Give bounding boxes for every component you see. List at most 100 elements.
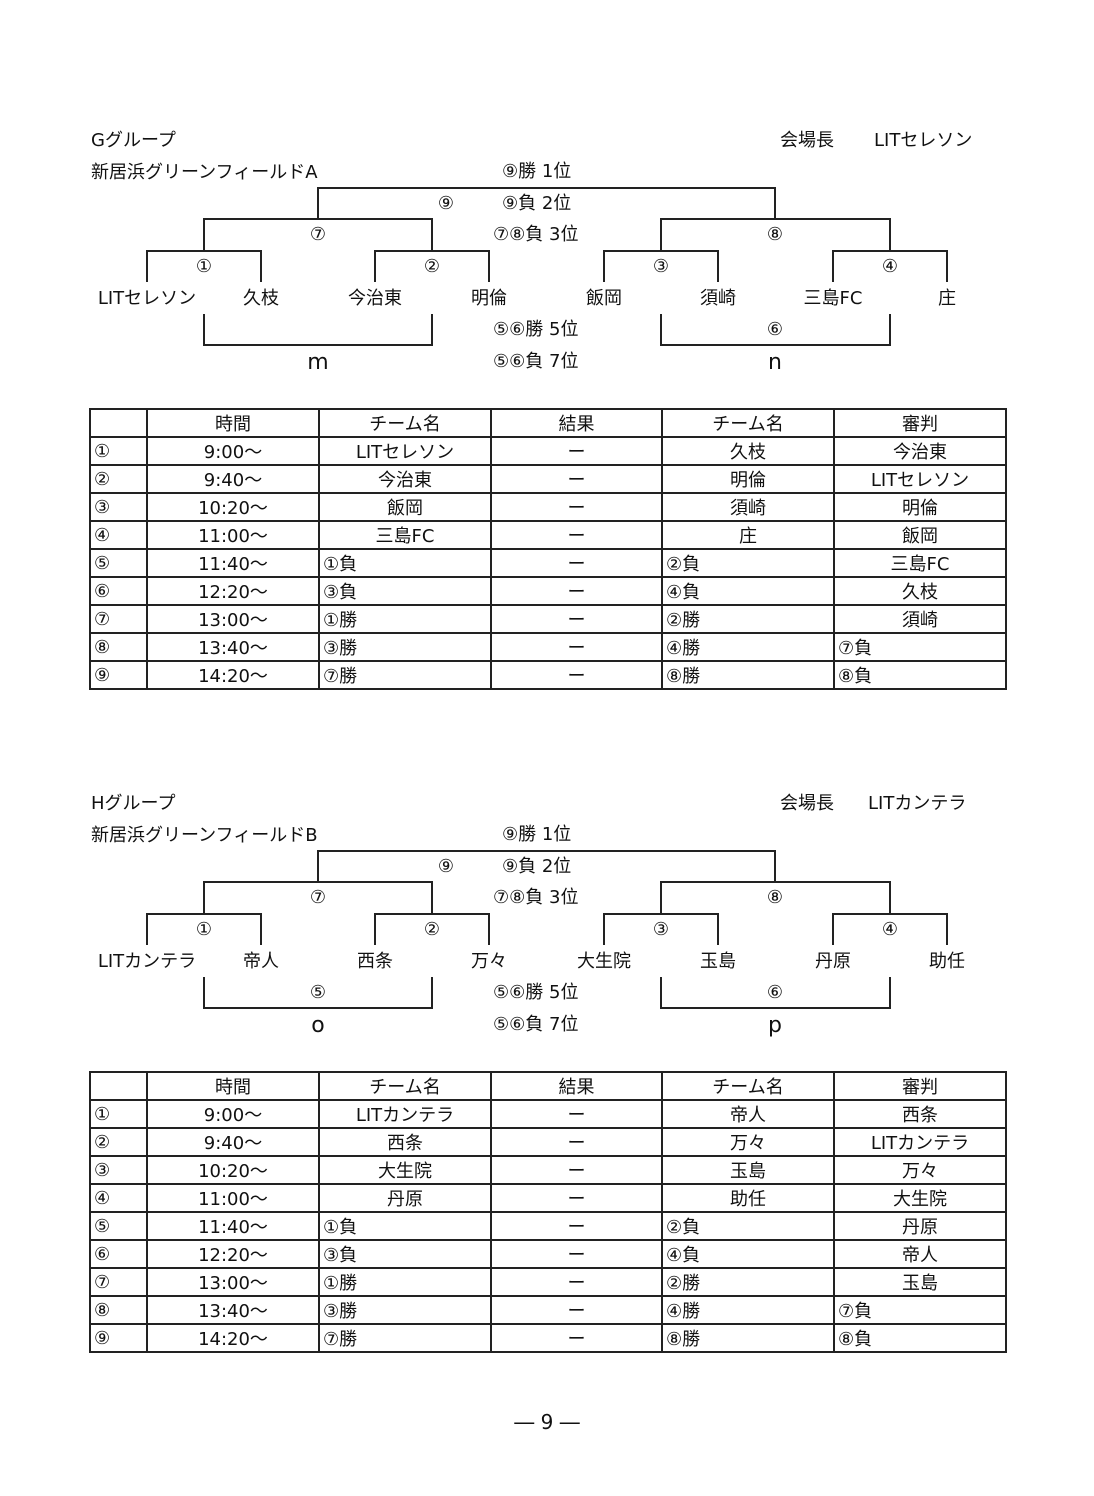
referee-cell: 大生院 — [833, 1183, 1007, 1213]
table-header — [89, 1071, 148, 1101]
team-name: 助任 — [929, 951, 965, 972]
match-time: 10:20～ — [146, 492, 320, 522]
venue-name: 新居浜グリーンフィールドB — [91, 825, 318, 846]
referee-cell: 丹原 — [833, 1211, 1007, 1241]
match-mark: ⑤ — [309, 982, 327, 1003]
match-mark: ⑦ — [309, 887, 327, 908]
match-mark: ③ — [652, 919, 670, 940]
match-number: ① — [89, 436, 148, 466]
result-cell: ー — [490, 1295, 663, 1325]
team-name: 玉島 — [700, 951, 736, 972]
team-name: 久枝 — [243, 288, 279, 309]
team-name: 明倫 — [471, 288, 507, 309]
match-mark: ② — [423, 256, 441, 277]
match-time: 14:20～ — [146, 1323, 320, 1353]
table-header: チーム名 — [318, 1071, 492, 1101]
team2-cell: ②負 — [661, 1211, 835, 1241]
match-number: ⑤ — [89, 548, 148, 578]
match-mark: ⑥ — [766, 319, 784, 340]
team-name: 大生院 — [577, 951, 631, 972]
referee-cell: LITカンテラ — [833, 1127, 1007, 1157]
match-time: 14:20～ — [146, 660, 320, 690]
team2-cell: ②勝 — [661, 1267, 835, 1297]
team-name: 万々 — [471, 951, 507, 972]
group-title: Gグループ — [91, 130, 176, 151]
result-cell: ー — [490, 1323, 663, 1353]
match-time: 11:40～ — [146, 1211, 320, 1241]
result-cell: ー — [490, 660, 663, 690]
match-number: ⑥ — [89, 1239, 148, 1269]
team1-cell: 今治東 — [318, 464, 492, 494]
placement-label: ⑤⑥負 7位 — [493, 351, 579, 372]
team-name: 帝人 — [243, 951, 279, 972]
referee-cell: 飯岡 — [833, 520, 1007, 550]
match-time: 13:00～ — [146, 604, 320, 634]
result-cell: ー — [490, 492, 663, 522]
match-mark: ④ — [881, 256, 899, 277]
tournament-bracket — [146, 187, 948, 346]
match-time: 10:20～ — [146, 1155, 320, 1185]
venue-manager: LITセレソン — [874, 130, 973, 151]
team2-cell: 助任 — [661, 1183, 835, 1213]
team2-cell: 万々 — [661, 1127, 835, 1157]
referee-cell: 須崎 — [833, 604, 1007, 634]
match-number: ⑧ — [89, 632, 148, 662]
team-name: 丹原 — [815, 951, 851, 972]
referee-cell: ⑧負 — [833, 660, 1007, 690]
team1-cell: 西条 — [318, 1127, 492, 1157]
court-label: n — [768, 350, 782, 375]
team1-cell: ①勝 — [318, 604, 492, 634]
match-mark: ① — [195, 256, 213, 277]
placement-label: ⑤⑥勝 5位 — [493, 319, 579, 340]
match-number: ③ — [89, 492, 148, 522]
table-header: 審判 — [833, 408, 1007, 438]
match-mark: ⑧ — [766, 224, 784, 245]
group-section: Gグループ 会場長 LITセレソン 新居浜グリーンフィールドA ① ② ③ ④ … — [0, 0, 1094, 700]
court-label: o — [311, 1013, 325, 1038]
match-mark: ③ — [652, 256, 670, 277]
placement-label: ⑤⑥勝 5位 — [493, 982, 579, 1003]
match-number: ⑨ — [89, 1323, 148, 1353]
referee-cell: 玉島 — [833, 1267, 1007, 1297]
match-time: 12:20～ — [146, 1239, 320, 1269]
table-header-row: 時間 チーム名 結果 チーム名 審判 — [89, 408, 1007, 438]
match-mark: ⑨ — [437, 193, 455, 214]
result-cell: ー — [490, 464, 663, 494]
placement-label: ⑦⑧負 3位 — [493, 887, 579, 908]
match-time: 13:00～ — [146, 1267, 320, 1297]
venue-manager-label: 会場長 — [780, 793, 834, 814]
team2-cell: 須崎 — [661, 492, 835, 522]
match-number: ② — [89, 1127, 148, 1157]
match-time: 9:40～ — [146, 464, 320, 494]
result-cell: ー — [490, 604, 663, 634]
match-number: ③ — [89, 1155, 148, 1185]
match-mark: ⑥ — [766, 982, 784, 1003]
result-cell: ー — [490, 1183, 663, 1213]
match-number: ⑧ — [89, 1295, 148, 1325]
match-number: ⑦ — [89, 1267, 148, 1297]
team-name: LITセレソン — [97, 288, 197, 309]
placement-label: ⑨負 2位 — [502, 856, 572, 877]
court-label: m — [307, 350, 329, 375]
match-time: 11:00～ — [146, 1183, 320, 1213]
match-time: 9:40～ — [146, 1127, 320, 1157]
team-name: 三島FC — [803, 288, 863, 309]
team-name: 庄 — [938, 288, 956, 309]
result-cell: ー — [490, 548, 663, 578]
team1-cell: ③勝 — [318, 632, 492, 662]
result-cell: ー — [490, 632, 663, 662]
match-time: 9:00～ — [146, 1099, 320, 1129]
referee-cell: 帝人 — [833, 1239, 1007, 1269]
result-cell: ー — [490, 1099, 663, 1129]
